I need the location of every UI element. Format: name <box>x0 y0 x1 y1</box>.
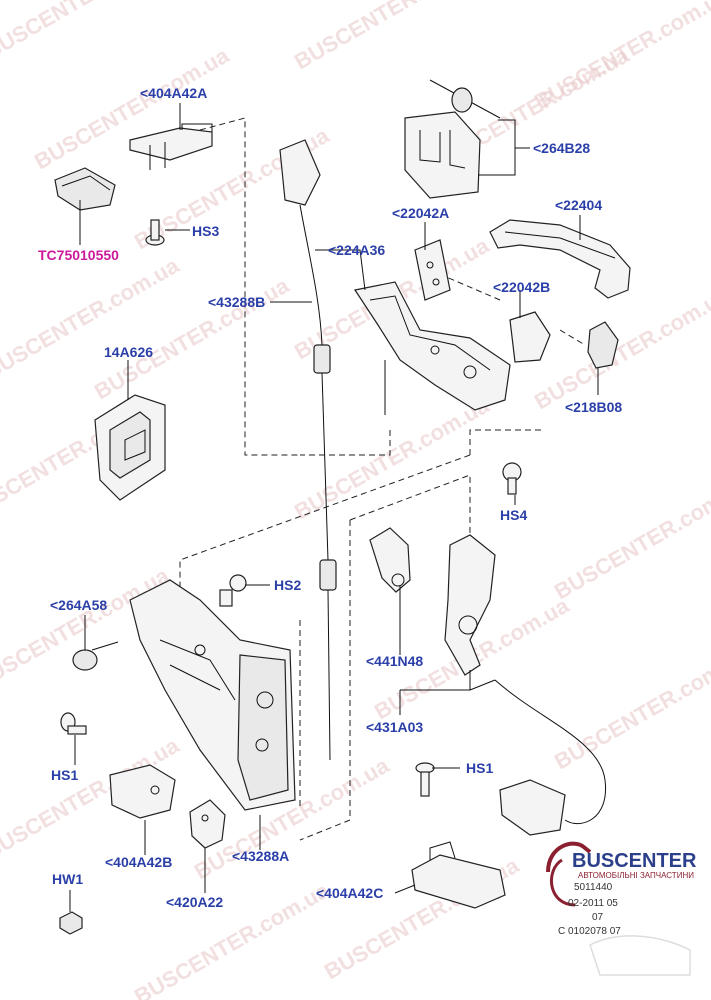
logo-subtitle: АВТОМОБІЛЬНІ ЗАПЧАСТИНИ <box>578 871 694 880</box>
part-404A42C <box>411 841 506 909</box>
label-HS1-right: HS1 <box>466 760 493 776</box>
label-HS2: HS2 <box>274 577 301 593</box>
label-HS4: HS4 <box>500 507 527 523</box>
logo-name: BUSCENTER <box>572 850 697 872</box>
label-HS1-left: HS1 <box>51 767 78 783</box>
label-22404: <22404 <box>555 197 602 213</box>
part-14A626 <box>94 394 166 501</box>
label-264A58: <264A58 <box>50 597 107 613</box>
part-HS1-screw-left <box>60 712 87 735</box>
code-line-3: 07 <box>592 912 604 923</box>
watermark: BUSCENTER.com.ua <box>550 642 711 774</box>
part-22042B <box>509 311 551 363</box>
part-218B08 <box>587 321 619 369</box>
watermark: BUSCENTER.com.ua <box>30 42 234 174</box>
part-TC75010550 <box>54 167 116 211</box>
part-HS2-screw <box>219 574 247 607</box>
part-22404 <box>489 219 631 299</box>
dashed-guides <box>179 117 586 841</box>
label-264B28: <264B28 <box>533 140 590 156</box>
label-218B08: <218B08 <box>565 399 622 415</box>
leader-lines <box>69 103 599 912</box>
part-HW1-nut <box>59 911 83 935</box>
buscenter-logo: BUSCENTER АВТОМОБІЛЬНІ ЗАПЧАСТИНИ 501144… <box>546 841 697 976</box>
label-404A42B: <404A42B <box>105 854 172 870</box>
label-224A36: <224A36 <box>328 242 385 258</box>
watermark: BUSCENTER.com.ua <box>0 0 184 64</box>
label-441N48: <441N48 <box>366 653 423 669</box>
part-224A36 <box>354 281 511 415</box>
part-264A58 <box>72 641 119 671</box>
label-14A626: 14A626 <box>104 344 153 360</box>
part-420A22 <box>189 799 226 849</box>
label-404A42A: <404A42A <box>140 85 207 101</box>
watermark: BUSCENTER.com.ua <box>130 877 334 1000</box>
part-404A42A <box>129 123 213 170</box>
part-HS1-screw-right <box>415 762 435 797</box>
part-404A42B <box>109 764 176 819</box>
watermark: BUSCENTER.com.ua <box>530 282 711 414</box>
part-22042A <box>414 239 451 301</box>
part-441N48 <box>369 527 411 593</box>
part-latch-43288A <box>129 579 296 811</box>
part-HS4-screw <box>502 462 522 495</box>
part-431A03 <box>444 534 606 825</box>
label-420A22: <420A22 <box>166 894 223 910</box>
label-43288B: <43288B <box>208 294 265 310</box>
part-264B28 <box>404 79 501 199</box>
part-HS3-screw <box>145 219 165 246</box>
label-22042A: <22042A <box>392 205 449 221</box>
label-22042B: <22042B <box>493 279 550 295</box>
label-HS3: HS3 <box>192 223 219 239</box>
label-43288A: <43288A <box>232 848 289 864</box>
code-line-1: 5011440 <box>574 882 613 893</box>
label-HW1: HW1 <box>52 871 83 887</box>
label-404A42C: <404A42C <box>316 885 383 901</box>
code-line-4: C 0102078 07 <box>558 926 621 937</box>
watermark: BUSCENTER.com.ua <box>550 472 711 604</box>
part-43288B-cable <box>279 139 337 761</box>
watermark: BUSCENTER.com.ua <box>290 0 494 74</box>
part-striker <box>499 779 566 836</box>
code-line-2: 02-2011 05 <box>568 898 618 909</box>
part-labels: <404A42A <264B28 HS3 TC75010550 <22042A … <box>38 85 622 910</box>
label-431A03: <431A03 <box>366 719 423 735</box>
label-TC75010550: TC75010550 <box>38 247 119 263</box>
